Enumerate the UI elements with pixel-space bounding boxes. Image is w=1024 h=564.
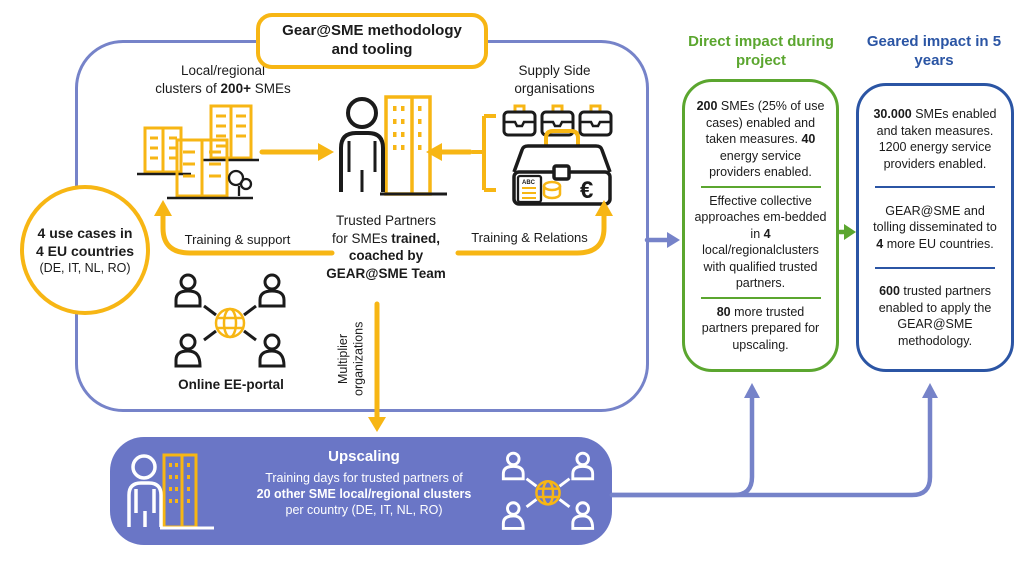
briefcase-icon — [578, 104, 613, 137]
geared-impact-heading: Geared impact in 5 years — [866, 33, 1002, 69]
trusted-partner-icon — [339, 95, 447, 196]
building-icon — [209, 104, 253, 160]
person-icon — [571, 501, 595, 530]
ee-portal-network-icon — [174, 273, 286, 368]
trusted-partners-label: Trusted Partners for SMEs trained, coach… — [300, 212, 472, 282]
globe-icon — [214, 307, 246, 339]
sme-cluster-buildings-icon — [137, 104, 259, 200]
upscaling-box: Upscaling Training days for trusted part… — [110, 437, 612, 545]
upscaling-line2: 20 other SME local/regional clusters — [256, 486, 472, 501]
arrow-upscaling-to-geared-impact — [609, 383, 938, 498]
supply-line2: organisations — [514, 80, 595, 96]
globe-icon — [535, 480, 561, 506]
trusted-line3: coached by — [348, 248, 424, 264]
direct-impact-item: 200 SMEs (25% of use cases) enabled and … — [696, 99, 825, 179]
arrow-main-to-direct-impact — [644, 232, 680, 248]
direct-impact-item: 80 more trusted partners prepared for up… — [701, 304, 820, 352]
trusted-line2: for SMEs trained, — [331, 230, 441, 246]
use-cases-line3: (DE, IT, NL, RO) — [39, 261, 131, 276]
supply-side-briefcases-icon: ABC € — [472, 104, 613, 206]
clusters-line1: Local/regional — [180, 63, 266, 78]
building-windows — [393, 106, 422, 150]
training-support-label: Training & support — [184, 232, 291, 247]
multiplier-line2: organizations — [351, 321, 366, 397]
building-icon — [143, 126, 183, 174]
briefcase-icon — [502, 104, 537, 137]
training-relations-label: Training & Relations — [471, 230, 588, 245]
coins-icon — [542, 180, 562, 200]
bracket-shape — [472, 114, 496, 192]
geared-impact-item: 600 trusted partners enabled to apply th… — [878, 284, 992, 348]
divider — [875, 266, 995, 269]
person-icon — [174, 333, 202, 368]
arrow-direct-to-geared — [837, 224, 856, 240]
building-icon — [162, 453, 198, 529]
person-icon — [501, 451, 525, 481]
direct-impact-box: 200 SMEs (25% of use cases) enabled and … — [682, 79, 839, 372]
use-cases-line2: 4 EU countries — [35, 242, 135, 259]
person-icon — [571, 451, 595, 481]
tree-icon — [227, 169, 253, 196]
network-links — [525, 477, 571, 509]
trusted-line1: Trusted Partners — [335, 213, 437, 228]
geared-impact-item: GEAR@SME and tolling disseminated to 4 m… — [873, 203, 997, 251]
building-icon — [384, 95, 432, 196]
euro-icon: € — [580, 177, 593, 204]
geared-impact-item: 30.000 SMEs enabled and taken measures. … — [873, 107, 997, 171]
supply-side-label: Supply Side organisations — [487, 62, 622, 97]
arrow-upscaling-to-direct-impact — [609, 383, 760, 498]
ee-portal-label: Online EE-portal — [178, 377, 284, 392]
use-cases-circle: 4 use cases in 4 EU countries (DE, IT, N… — [20, 185, 150, 315]
title-line1: Gear@SME methodology — [282, 22, 462, 39]
upscaling-person-building-icon — [127, 453, 214, 530]
person-icon — [174, 273, 202, 308]
use-cases-line1: 4 use cases in — [37, 224, 133, 241]
network-links — [203, 304, 257, 342]
multiplier-organizations-label: Multiplier organizations — [336, 298, 367, 420]
person-icon — [258, 273, 286, 308]
divider — [700, 185, 821, 188]
title-box: Gear@SME methodology and tooling — [256, 13, 488, 69]
person-icon — [339, 97, 385, 192]
divider — [875, 186, 995, 189]
document-icon: ABC — [516, 174, 543, 204]
geared-impact-box: 30.000 SMEs enabled and taken measures. … — [856, 83, 1014, 372]
svg-text:ABC: ABC — [522, 180, 536, 186]
multiplier-line1: Multiplier — [336, 334, 350, 385]
direct-impact-heading: Direct impact during project — [688, 33, 834, 69]
trusted-line4: GEAR@SME Team — [326, 265, 446, 281]
upscaling-title: Upscaling — [328, 448, 400, 465]
person-icon — [258, 333, 286, 368]
upscaling-line1: Training days for trusted partners of — [265, 470, 463, 485]
person-icon — [127, 454, 163, 527]
direct-impact-item: Effective collective approaches em-bedde… — [694, 193, 827, 291]
person-icon — [501, 501, 525, 530]
building-icon — [175, 138, 229, 198]
building-windows — [169, 463, 190, 503]
upscaling-network-icon — [501, 451, 595, 530]
supply-line1: Supply Side — [518, 63, 591, 78]
upscaling-line3: per country (DE, IT, NL, RO) — [285, 503, 443, 517]
divider — [700, 296, 821, 299]
clusters-label: Local/regional clusters of 200+ SMEs — [128, 62, 318, 97]
clusters-line2: clusters of 200+ SMEs — [155, 80, 291, 96]
upscaling-text: Upscaling Training days for trusted part… — [218, 447, 510, 518]
large-briefcase-icon: ABC € — [512, 129, 612, 206]
title-line2: and tooling — [331, 40, 413, 58]
